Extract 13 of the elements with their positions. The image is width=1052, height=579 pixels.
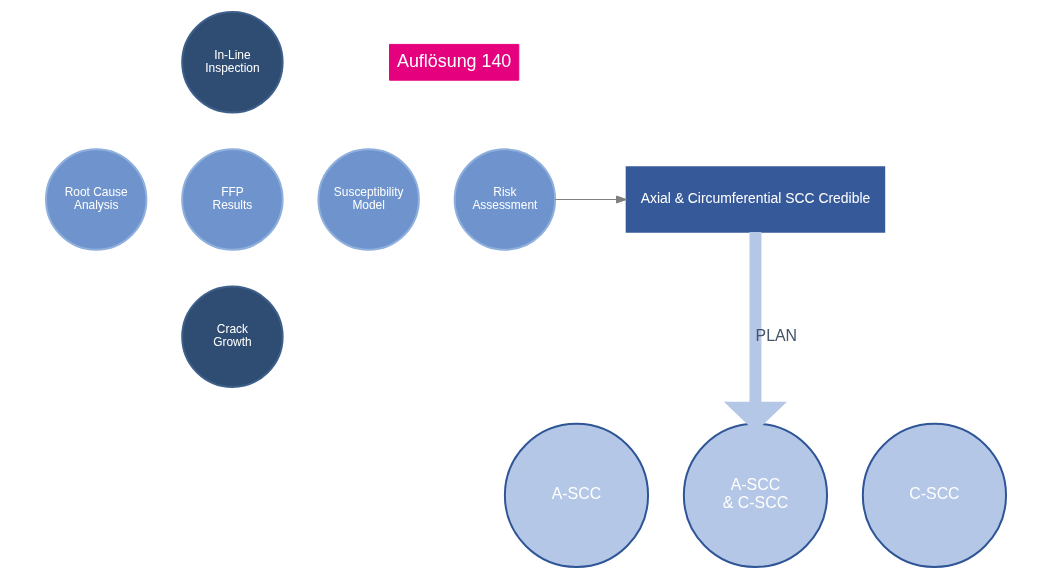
edge-label: PLAN <box>755 326 798 344</box>
arrow <box>554 195 627 204</box>
label: Auflösung 140 <box>397 50 512 71</box>
node-circle: A-SCC & C-SCC <box>682 422 829 568</box>
node-circle: Risk Assessment <box>453 148 557 251</box>
node-circle: FFP Results <box>181 148 284 251</box>
node-circle: Susceptibility Model <box>317 148 420 251</box>
node-circle: Root Cause Analysis <box>45 148 148 251</box>
node-circle: A-SCC <box>503 422 650 568</box>
node-circle: In-Line Inspection <box>181 11 284 114</box>
node-circle: C-SCC <box>861 422 1007 568</box>
node-circle: Crack Growth <box>181 285 284 388</box>
node-box: Axial & Circumferential SCC Credible <box>625 166 886 233</box>
